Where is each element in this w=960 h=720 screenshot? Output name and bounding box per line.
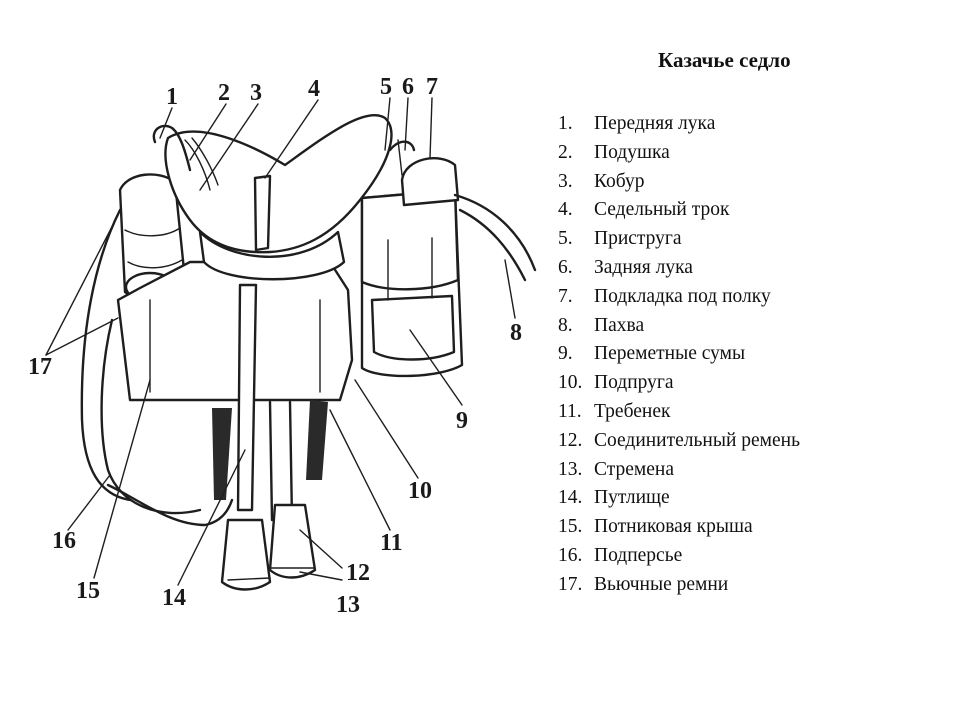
callout-7: 7 <box>426 74 438 100</box>
callout-8: 8 <box>510 320 522 346</box>
callout-14: 14 <box>162 585 186 611</box>
saddle-tree <box>198 230 346 281</box>
legend-item: 2.Подушка <box>558 141 670 163</box>
legend-item: 8.Пахва <box>558 314 645 336</box>
saddle-pad <box>116 260 354 402</box>
callout-13: 13 <box>336 592 360 618</box>
breast-strap <box>106 483 234 527</box>
callout-15: 15 <box>76 578 100 604</box>
rear-pommel <box>388 140 416 152</box>
callout-9: 9 <box>456 408 468 434</box>
saddle-diagram: 1 2 3 4 5 6 7 8 9 10 11 12 13 14 15 16 1… <box>28 74 537 618</box>
leader-lines <box>45 97 516 586</box>
legend-item: 14.Путлище <box>558 487 670 509</box>
stirrup-left <box>220 518 272 591</box>
legend-item: 10.Подпруга <box>558 372 674 394</box>
right-cloak-roll <box>400 157 460 207</box>
callout-3: 3 <box>250 80 262 106</box>
legend-item: 9.Переметные сумы <box>558 343 746 365</box>
page-title: Казачье седло <box>658 48 791 72</box>
legend-item: 1.Передняя лука <box>558 113 716 134</box>
legend-item: 16.Подперсье <box>558 544 683 566</box>
left-strap-loop <box>80 208 132 502</box>
legend-item: 12.Соединительный ремень <box>558 429 800 451</box>
legend-list: 1.Передняя лука 2.Подушка 3.Кобур 4.Седе… <box>558 110 800 600</box>
legend-item: 13.Стремена <box>558 458 674 480</box>
front-pommel <box>152 124 192 172</box>
girth-strap <box>253 174 272 252</box>
legend-item: 5.Приструга <box>558 228 682 250</box>
stirrup-right <box>268 503 317 579</box>
callout-6: 6 <box>402 74 414 100</box>
left-strap-inner <box>100 318 202 515</box>
legend-item: 3.Кобур <box>558 170 645 192</box>
callout-11: 11 <box>380 530 403 556</box>
seat-pillow <box>164 114 393 254</box>
callout-1: 1 <box>166 84 178 110</box>
stirrup-leather <box>236 283 258 512</box>
callout-12: 12 <box>346 560 370 586</box>
saddlebag-flap <box>360 188 460 291</box>
legend-item: 15.Потниковая крыша <box>558 516 753 538</box>
legend-item: 6.Задняя лука <box>558 256 693 278</box>
legend-item: 11.Требенек <box>558 400 671 422</box>
callout-16: 16 <box>52 528 76 554</box>
legend-item: 17.Вьючные ремни <box>558 573 729 595</box>
callout-2: 2 <box>218 80 230 106</box>
callout-17: 17 <box>28 354 52 380</box>
callout-5: 5 <box>380 74 392 100</box>
legend-item: 7.Подкладка под полку <box>558 285 771 307</box>
callout-4: 4 <box>308 76 320 102</box>
legend-item: 4.Седельный трок <box>558 199 730 221</box>
girth <box>268 400 274 522</box>
callout-10: 10 <box>408 478 432 504</box>
crupper <box>453 193 537 272</box>
